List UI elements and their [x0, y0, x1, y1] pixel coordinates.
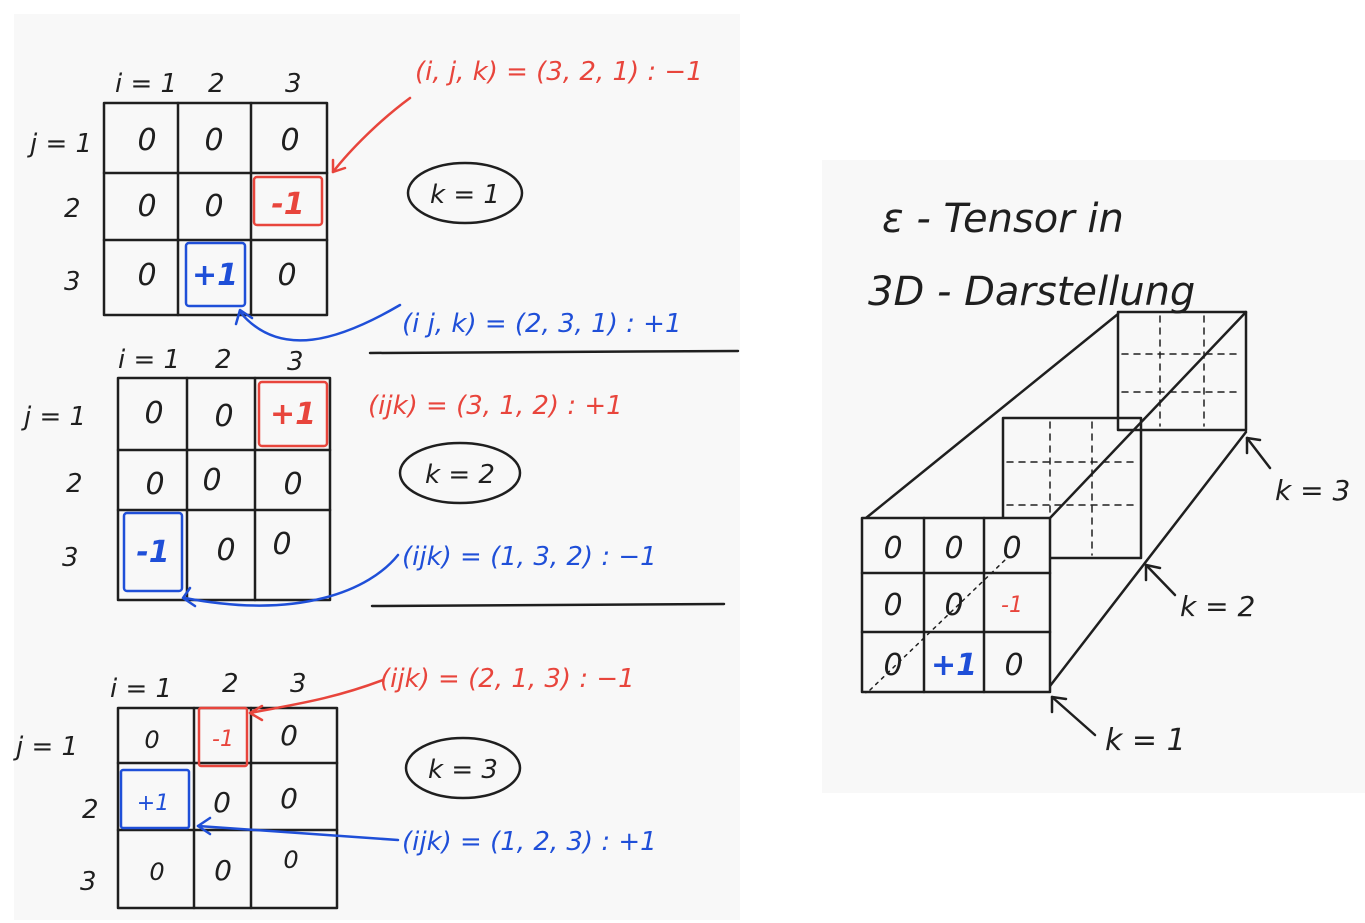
m2-cell-2-1: 0: [145, 467, 164, 502]
matrix-2-blue-note: (ijk) = (1, 3, 2) : −1: [402, 542, 657, 572]
cube-pointer-arrows: [1050, 436, 1272, 737]
m2-cell-3-1: -1: [136, 535, 169, 570]
m2-cell-2-3: 0: [283, 467, 302, 502]
matrix-3-blue-arrowhead: [196, 816, 212, 836]
cube-title-line-2: 3D - Darstellung: [868, 269, 1195, 315]
matrix-1-blue-arrow: [238, 303, 402, 342]
matrix-2-red-box: [257, 380, 329, 448]
cube-back-layer: [1116, 310, 1248, 432]
matrix-2-blue-arrow: [183, 553, 400, 607]
matrix-1-row2: 2: [64, 194, 81, 224]
m2-cell-1-2: 0: [214, 399, 233, 434]
matrix-3-blue-note: (ijk) = (1, 2, 3) : +1: [402, 827, 657, 857]
matrix-3-row3: 3: [80, 867, 97, 897]
cube-k3-label: k = 3: [1275, 474, 1350, 507]
m1-cell-2-1: 0: [137, 189, 156, 224]
matrix-1-col3: 3: [285, 69, 302, 99]
cube-cell-2-3: -1: [1001, 593, 1023, 618]
separator-2: [370, 602, 726, 608]
matrix-2-col3: 3: [287, 347, 304, 377]
m2-cell-1-3: +1: [270, 397, 316, 432]
cube-cell-3-3: 0: [1004, 648, 1023, 683]
m3-cell-3-1: 0: [149, 858, 164, 886]
m1-cell-1-2: 0: [204, 123, 223, 158]
k2-label: k = 2: [425, 460, 495, 490]
m3-cell-2-3: 0: [280, 782, 298, 815]
m3-cell-2-1: +1: [137, 791, 169, 816]
k1-label: k = 1: [430, 180, 500, 210]
m2-cell-1-1: 0: [144, 396, 163, 431]
matrix-1-red-arrowhead: [331, 158, 347, 174]
cube-cell-2-2: 0: [944, 588, 963, 623]
matrix-3-col3: 3: [290, 669, 307, 699]
matrix-3-blue-box: [119, 768, 191, 830]
matrix-3-row2: 2: [82, 795, 99, 825]
m1-cell-3-1: 0: [137, 258, 156, 293]
m1-cell-1-1: 0: [137, 123, 156, 158]
matrix-2-grid: [116, 376, 332, 602]
cube-middle-layer: [1001, 416, 1143, 560]
matrix-1-red-box: [252, 175, 324, 227]
cube-k1-label: k = 1: [1105, 723, 1186, 758]
matrix-2-row3: 3: [62, 543, 79, 573]
matrix-3-red-box: [197, 706, 249, 768]
matrix-1-red-note: (i, j, k) = (3, 2, 1) : −1: [415, 57, 703, 87]
matrix-3-red-arrowhead: [248, 704, 264, 722]
matrix-2-red-note: (ijk) = (3, 1, 2) : +1: [368, 391, 623, 421]
m3-cell-3-3: 0: [283, 846, 298, 874]
m3-cell-3-2: 0: [214, 854, 232, 887]
cube-cell-1-1: 0: [883, 531, 902, 566]
m1-cell-2-2: 0: [204, 189, 223, 224]
matrix-1-red-arrow: [331, 96, 412, 174]
m1-cell-3-2: +1: [192, 258, 238, 293]
matrix-3-i-label: i = 1: [110, 674, 172, 704]
k3-circle: [404, 736, 522, 800]
m3-cell-1-1: 0: [144, 726, 159, 754]
matrix-1-row3: 3: [64, 267, 81, 297]
matrix-3-col2: 2: [222, 669, 239, 699]
matrix-3-red-note: (ijk) = (2, 1, 3) : −1: [380, 664, 635, 694]
matrix-2-blue-arrowhead: [181, 586, 197, 608]
matrix-1-blue-box: [184, 241, 247, 308]
cube-cell-1-3: 0: [1002, 531, 1021, 566]
k3-label: k = 3: [428, 755, 498, 785]
matrix-1-grid: [102, 101, 329, 317]
k1-circle: [406, 161, 524, 225]
matrix-2-j-label: j = 1: [21, 402, 86, 432]
matrix-2-i-label: i = 1: [118, 345, 180, 375]
cube-cell-2-1: 0: [883, 588, 902, 623]
matrix-2-blue-box: [122, 511, 184, 593]
matrix-1-blue-note: (i j, k) = (2, 3, 1) : +1: [402, 309, 682, 339]
cube-front-layer: [860, 516, 1052, 694]
cube-cell-1-2: 0: [944, 531, 963, 566]
m3-cell-1-3: 0: [280, 719, 298, 752]
matrix-1-col2: 2: [208, 69, 225, 99]
matrix-1-blue-arrowhead: [234, 308, 254, 326]
separator-1: [368, 349, 740, 355]
m3-cell-2-2: 0: [213, 786, 231, 819]
matrix-1-j-label: j = 1: [27, 129, 92, 159]
m1-cell-1-3: 0: [280, 123, 299, 158]
k2-circle: [398, 441, 522, 505]
cube-title-line-1: ε - Tensor in: [882, 196, 1124, 242]
matrix-3-red-arrow: [248, 678, 385, 715]
cube-cell-3-1: 0: [883, 648, 902, 683]
m3-cell-1-2: -1: [212, 727, 234, 752]
matrix-1-i-label: i = 1: [115, 69, 177, 99]
cube-k2-label: k = 2: [1180, 590, 1255, 623]
m2-cell-2-2: 0: [202, 463, 221, 498]
matrix-3-blue-arrow: [196, 824, 400, 842]
cube-cell-3-2: +1: [931, 648, 977, 683]
matrix-3-j-label: j = 1: [13, 732, 78, 762]
matrix-2-col2: 2: [215, 345, 232, 375]
m2-cell-3-2: 0: [216, 533, 235, 568]
m1-cell-2-3: -1: [271, 187, 304, 222]
m1-cell-3-3: 0: [277, 258, 296, 293]
matrix-2-row2: 2: [66, 469, 83, 499]
m2-cell-3-3: 0: [272, 527, 291, 562]
